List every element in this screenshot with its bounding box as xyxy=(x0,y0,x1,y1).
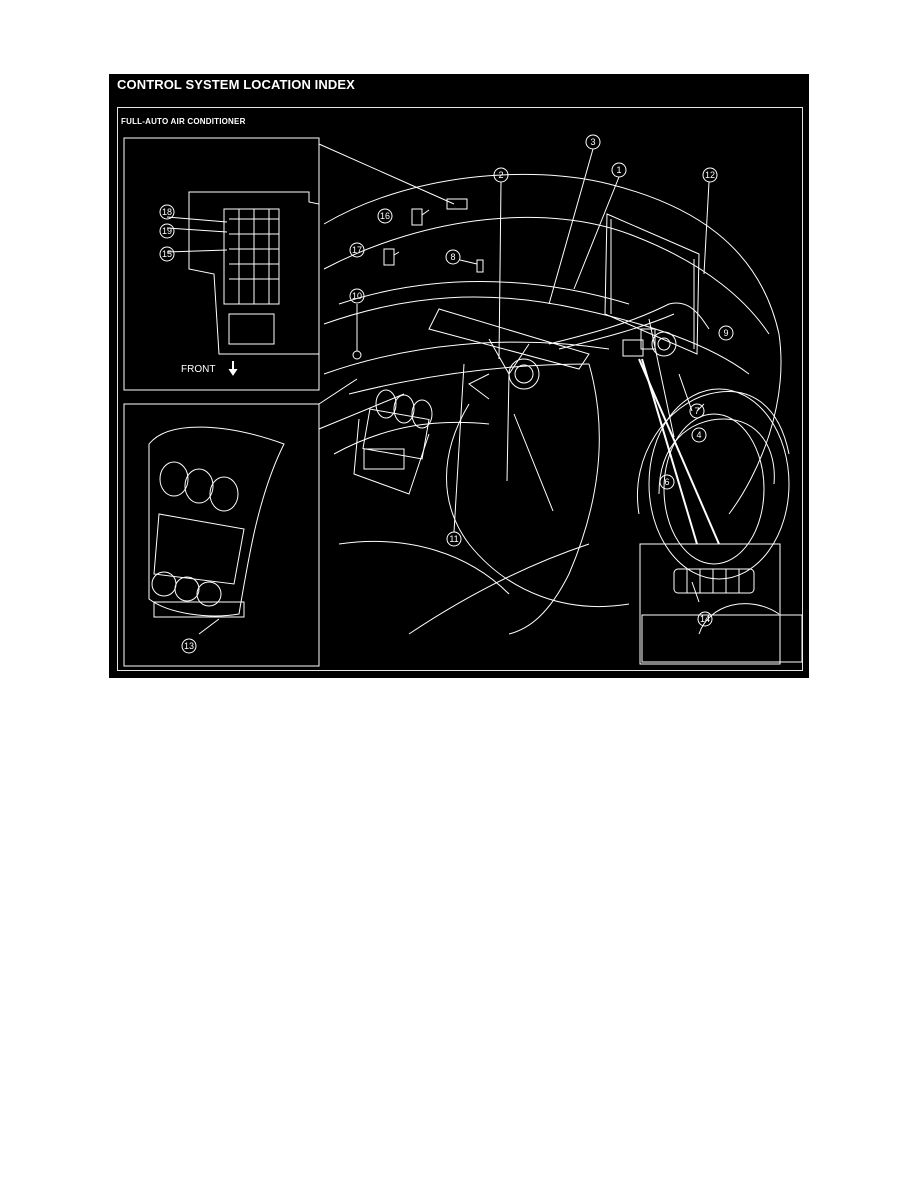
diagram-frame xyxy=(117,107,803,671)
svg-text:2: 2 xyxy=(498,170,503,180)
svg-text:7: 7 xyxy=(694,406,699,416)
diagram-subtitle: FULL-AUTO AIR CONDITIONER xyxy=(121,117,246,126)
callout-6: 6 xyxy=(659,474,675,490)
car-body-outline xyxy=(323,173,790,635)
front-direction-label: FRONT xyxy=(181,364,215,375)
callout-markers: 1 2 3 4 6 7 8 9 10 11 12 13 14 15 16 17 … xyxy=(159,134,734,654)
svg-text:18: 18 xyxy=(162,207,172,217)
svg-text:6: 6 xyxy=(664,477,669,487)
svg-text:9: 9 xyxy=(723,328,728,338)
svg-text:19: 19 xyxy=(162,226,172,236)
callout-8: 8 xyxy=(445,249,461,265)
callout-4: 4 xyxy=(691,427,707,443)
callout-10: 10 xyxy=(349,288,365,304)
svg-text:13: 13 xyxy=(184,641,194,651)
svg-text:15: 15 xyxy=(162,249,172,259)
svg-text:11: 11 xyxy=(449,534,458,544)
svg-text:1: 1 xyxy=(616,165,621,175)
component-17 xyxy=(383,248,395,266)
svg-text:8: 8 xyxy=(450,252,455,262)
callout-16: 16 xyxy=(377,208,393,224)
component-16 xyxy=(411,208,423,226)
diagram-title: CONTROL SYSTEM LOCATION INDEX xyxy=(117,77,355,92)
climate-panel-inset xyxy=(123,378,405,667)
svg-text:14: 14 xyxy=(700,614,710,624)
callout-15: 15 xyxy=(159,246,175,262)
svg-text:12: 12 xyxy=(705,170,715,180)
svg-text:4: 4 xyxy=(696,430,701,440)
callout-1: 1 xyxy=(611,162,627,178)
callout-13: 13 xyxy=(181,638,197,654)
callout-2: 2 xyxy=(493,167,509,183)
component-box xyxy=(622,339,644,357)
callout-17: 17 xyxy=(349,242,365,258)
callout-18: 18 xyxy=(159,204,175,220)
ac-pipes xyxy=(548,302,710,350)
component-8 xyxy=(476,259,484,273)
callout-7: 7 xyxy=(689,403,705,419)
callout-12: 12 xyxy=(702,167,718,183)
callout-11: 11 xyxy=(446,531,462,547)
svg-text:17: 17 xyxy=(352,245,362,255)
callout-9: 9 xyxy=(718,325,734,341)
diagram-panel: CONTROL SYSTEM LOCATION INDEX FULL-AUTO … xyxy=(109,74,809,678)
svg-text:10: 10 xyxy=(352,291,362,301)
fuse-box-inset xyxy=(123,137,455,391)
callout-19: 19 xyxy=(159,223,175,239)
leader-lines xyxy=(356,148,710,533)
compressor xyxy=(640,328,677,357)
svg-text:3: 3 xyxy=(590,137,595,147)
callout-14: 14 xyxy=(697,611,713,627)
condenser xyxy=(604,213,700,355)
connector-inset xyxy=(638,358,803,665)
callout-3: 3 xyxy=(585,134,601,150)
component-top xyxy=(446,198,468,210)
vehicle-ac-location-illustration: FRONT xyxy=(123,134,803,667)
component-10 xyxy=(352,350,362,360)
svg-text:16: 16 xyxy=(380,211,390,221)
